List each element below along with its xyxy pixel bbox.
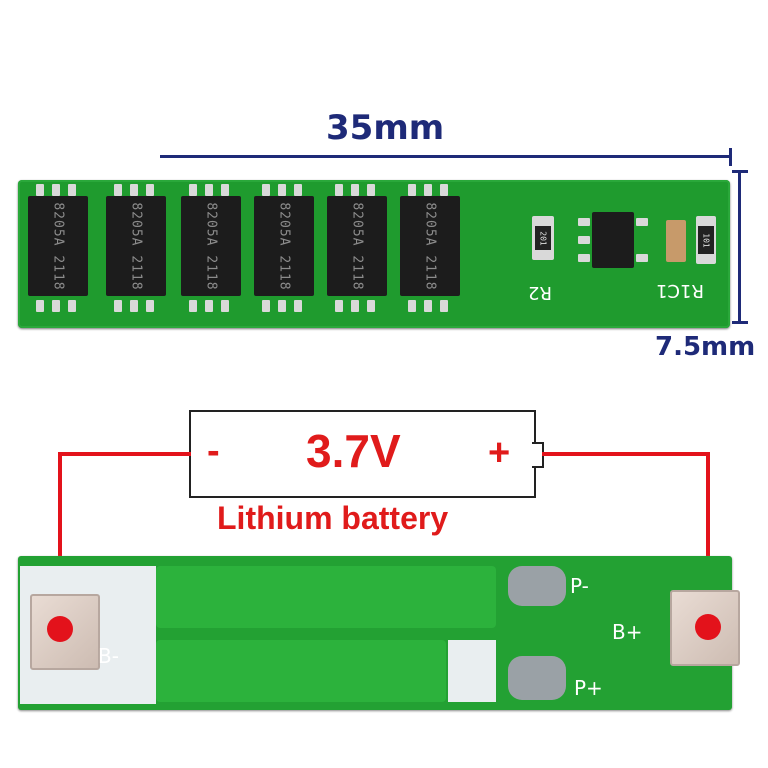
capacitor-c1: [666, 220, 686, 262]
silkscreen-r2: R2: [528, 282, 552, 303]
pad-p-minus: [508, 566, 566, 606]
label-b-minus: B-: [98, 644, 119, 668]
positive-wire-vertical: [706, 452, 710, 626]
label-b-plus: B+: [612, 620, 643, 644]
positive-wire-horizontal: [542, 452, 710, 456]
mosfet-chip-4: 8205A 2118: [254, 196, 314, 296]
resistor-r2: 201: [532, 216, 554, 260]
negative-wire-vertical: [58, 452, 62, 628]
pad-p-plus: [508, 656, 566, 700]
mosfet-chip-1: 8205A 2118: [28, 196, 88, 296]
connection-dot-negative: [47, 616, 73, 642]
connection-dot-positive: [695, 614, 721, 640]
label-p-minus: P-: [570, 574, 589, 598]
width-dimension-tick-bottom: [732, 321, 748, 324]
length-dimension-tick: [729, 148, 732, 166]
mosfet-chip-2: 8205A 2118: [106, 196, 166, 296]
width-dimension-line: [738, 170, 741, 324]
mosfet-chip-6: 8205A 2118: [400, 196, 460, 296]
silkscreen-r1c1: R1C1: [656, 280, 704, 301]
mosfet-chip-5: 8205A 2118: [327, 196, 387, 296]
battery-minus-sign: -: [207, 430, 220, 472]
resistor-r1: 101: [696, 216, 716, 264]
bottom-board-white-area-mid: [448, 640, 496, 702]
label-p-plus: P+: [574, 676, 603, 700]
battery-voltage: 3.7V: [306, 425, 401, 477]
width-dimension-label: 7.5mm: [655, 332, 756, 362]
mosfet-chip-3: 8205A 2118: [181, 196, 241, 296]
negative-wire-horizontal: [58, 452, 191, 456]
bottom-board-green-trace-upper: [156, 566, 496, 628]
length-dimension-label: 35mm: [326, 108, 445, 148]
battery-symbol: [189, 410, 536, 498]
battery-plus-sign: +: [488, 432, 511, 474]
battery-caption: Lithium battery: [217, 500, 449, 536]
pad-b-minus: [30, 594, 100, 670]
width-dimension-tick-top: [732, 170, 748, 173]
bottom-board-green-trace-lower: [156, 640, 446, 702]
protection-ic: [592, 212, 634, 268]
length-dimension-line: [160, 155, 732, 158]
